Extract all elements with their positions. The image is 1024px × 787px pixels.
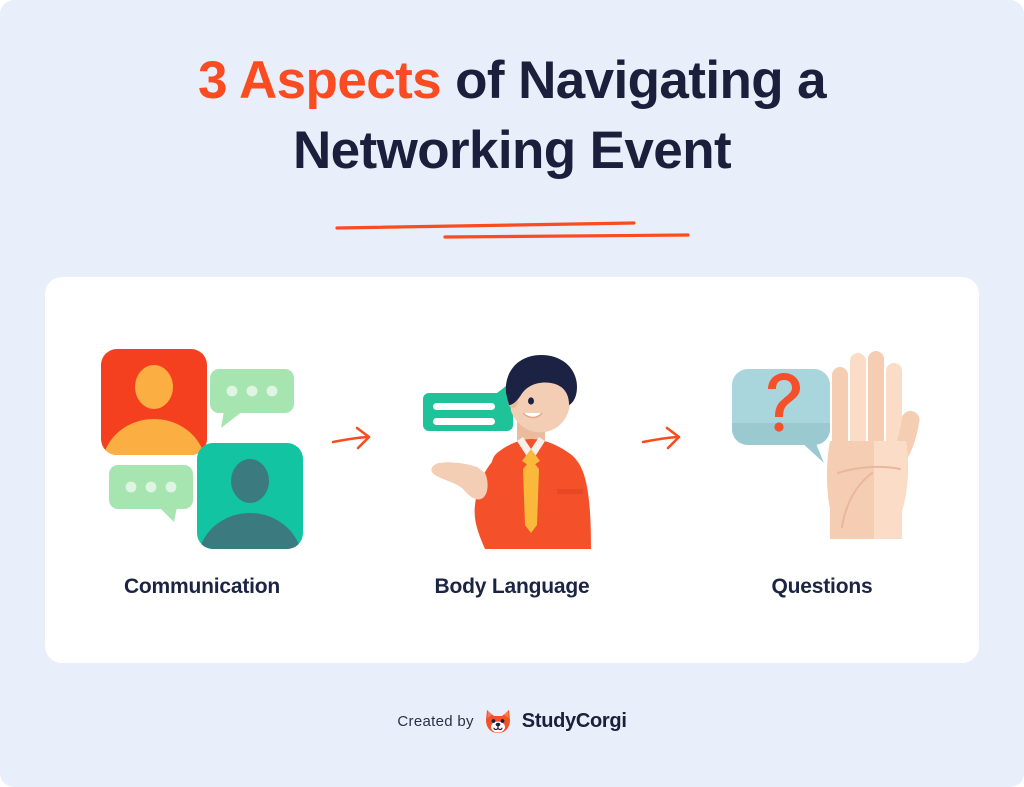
title-line-1: 3 Aspects of Navigating a [0, 46, 1024, 116]
title-accent-text: 3 Aspects [197, 51, 442, 110]
people-chat-bubbles-icon [101, 349, 303, 549]
step-label-communication: Communication [123, 574, 281, 598]
body-language-art [405, 342, 619, 557]
step-label-body-language: Body Language [434, 574, 590, 598]
arrow-2 [641, 425, 693, 455]
title-line-2: Networking Event [292, 121, 732, 180]
speech-bubble [423, 386, 513, 431]
arrow-right-icon [331, 426, 371, 450]
question-bubble [732, 369, 830, 463]
step-questions: Questions [697, 342, 947, 599]
created-by-text: Created by [397, 712, 474, 730]
arrow-right-icon [641, 426, 681, 450]
steps-row: Communication [45, 277, 979, 663]
arrow-1 [331, 425, 383, 455]
communication-art [93, 342, 311, 557]
chat-bubble-bottom [109, 465, 193, 522]
content-card: Communication [45, 277, 979, 663]
raised-hand [827, 351, 920, 539]
chat-bubble-top [210, 369, 294, 428]
brand-name: StudyCorgi [521, 709, 627, 732]
title-rest-text: of Navigating a [441, 51, 827, 110]
raised-hand-question-icon [732, 351, 920, 539]
corgi-head-icon [485, 710, 510, 733]
title-underline [0, 206, 1024, 246]
step-body-language: Body Language [387, 342, 637, 599]
page-title: 3 Aspects of Navigating a Networking Eve… [0, 46, 1024, 186]
questions-art [714, 342, 930, 557]
man-gesturing-icon [423, 355, 591, 549]
step-label-questions: Questions [771, 574, 873, 598]
step-communication: Communication [77, 342, 327, 599]
underline-strokes-icon [335, 221, 690, 239]
footer-credit: Created by StudyCorgi [0, 707, 1024, 735]
